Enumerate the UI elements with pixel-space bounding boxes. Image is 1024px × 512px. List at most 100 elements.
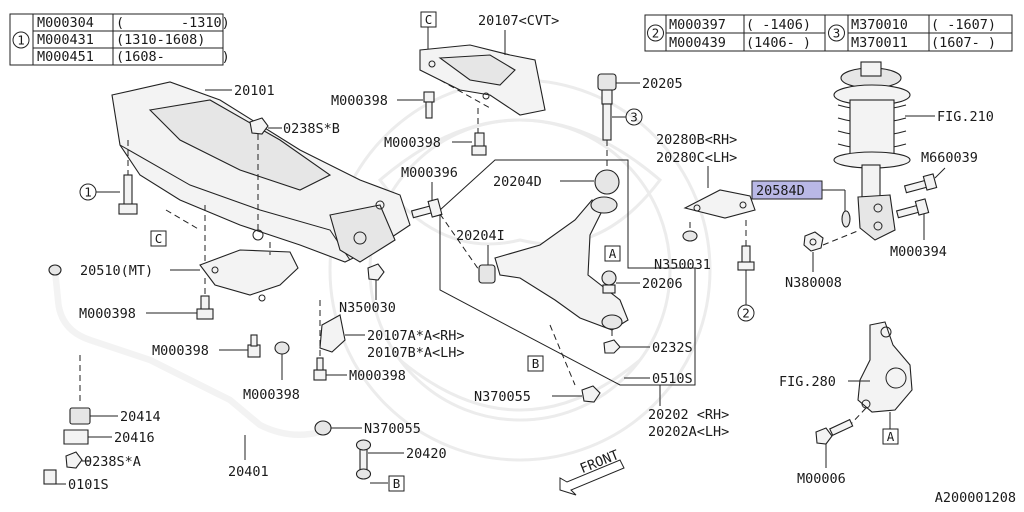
label-fig280: FIG.280 bbox=[779, 374, 836, 390]
label-20107ba: 20107B*A<LH> bbox=[367, 345, 465, 361]
label-fig210: FIG.210 bbox=[937, 109, 994, 125]
bolt-m000398-f bbox=[313, 357, 327, 381]
label-n350031: N350031 bbox=[654, 257, 711, 273]
ball-joint-20206 bbox=[601, 270, 617, 294]
label-n370055-b: N370055 bbox=[364, 421, 421, 437]
table-right-part-3: M370010 bbox=[851, 17, 908, 33]
ref-box-b-bottom: B bbox=[393, 476, 401, 491]
stabilizer-bar-20401 bbox=[48, 264, 321, 439]
label-m000398-d: M000398 bbox=[152, 343, 209, 359]
bolt-m000398-second bbox=[471, 132, 487, 156]
label-20206: 20206 bbox=[642, 276, 683, 292]
label-0510s: 0510S bbox=[652, 371, 693, 387]
callout-1: 1 bbox=[84, 185, 92, 200]
bolt-0101s bbox=[43, 469, 57, 485]
bushing-20414 bbox=[69, 407, 91, 425]
label-20414: 20414 bbox=[120, 409, 161, 425]
label-0238s-a: 0238S*A bbox=[84, 454, 141, 470]
washer-20584d bbox=[841, 210, 851, 228]
callout-3: 3 bbox=[630, 110, 638, 125]
label-20416: 20416 bbox=[114, 430, 155, 446]
label-0238s-b: 0238S*B bbox=[283, 121, 340, 137]
applicability-table-left: 1 M000304 ( -1310) M000431 (1310-1608) M… bbox=[9, 13, 230, 66]
bolt-m660039 bbox=[903, 173, 938, 194]
applicability-table-right: 2 3 M000397 ( -1406) M000439 (1406- ) M3… bbox=[644, 14, 1013, 52]
label-n370055-a: N370055 bbox=[474, 389, 531, 405]
bolt-m000398-mt bbox=[196, 295, 214, 320]
nut-n380008 bbox=[803, 231, 824, 252]
ref-box-a-mid: A bbox=[609, 246, 617, 261]
label-0232s: 0232S bbox=[652, 340, 693, 356]
label-m000398-f: M000398 bbox=[349, 368, 406, 384]
label-20401: 20401 bbox=[228, 464, 269, 480]
table-right-range-4: (1607- ) bbox=[931, 35, 996, 51]
nut-0232s bbox=[603, 339, 621, 354]
label-n350030: N350030 bbox=[339, 300, 396, 316]
bolt-0238s-b bbox=[249, 117, 282, 135]
label-m000398-e: M000398 bbox=[243, 387, 300, 403]
lower-arm-20202 bbox=[494, 196, 629, 331]
bolt-m000396 bbox=[410, 198, 443, 219]
bolt-callout-1 bbox=[118, 174, 138, 215]
table-right-part-4: M370011 bbox=[851, 35, 908, 51]
ref-box-c-left: C bbox=[155, 231, 163, 246]
bracket-20510-mt bbox=[199, 249, 299, 302]
bushing-20204d bbox=[594, 169, 620, 195]
bushing-m000398-e bbox=[274, 341, 290, 355]
label-m00006: M00006 bbox=[797, 471, 846, 487]
label-n380008: N380008 bbox=[785, 275, 842, 291]
table-right-range-3: ( -1607) bbox=[931, 17, 996, 33]
bracket-20280 bbox=[683, 189, 756, 219]
bracket-20107a-20107b bbox=[319, 314, 346, 353]
label-m000396: M000396 bbox=[401, 165, 458, 181]
label-20420: 20420 bbox=[406, 446, 447, 462]
front-direction-arrow bbox=[559, 459, 625, 496]
ref-box-c-top: C bbox=[425, 12, 433, 27]
table-left-range-3: (1608- ) bbox=[116, 49, 230, 65]
label-0101s: 0101S bbox=[68, 477, 109, 493]
table-right-part-1: M000397 bbox=[669, 17, 726, 33]
label-m000398-b: M000398 bbox=[384, 135, 441, 151]
label-m660039: M660039 bbox=[921, 150, 978, 166]
nut-n370055-stab bbox=[314, 420, 332, 436]
label-20101: 20101 bbox=[234, 83, 275, 99]
callout-2: 2 bbox=[742, 306, 750, 321]
label-20584d[interactable]: 20584D bbox=[756, 183, 805, 199]
clamp-20416 bbox=[63, 429, 89, 445]
table-right-range-2: (1406- ) bbox=[746, 35, 811, 51]
bushing-20205 bbox=[597, 73, 617, 141]
bolt-m000398-top bbox=[423, 91, 435, 119]
callout-2-table: 2 bbox=[652, 26, 660, 41]
label-20107aa: 20107A*A<RH> bbox=[367, 328, 465, 344]
bolt-callout-2 bbox=[737, 245, 755, 271]
label-m000398-c: M000398 bbox=[79, 306, 136, 322]
table-right-range-1: ( -1406) bbox=[746, 17, 811, 33]
table-left-part-3: M000451 bbox=[37, 49, 94, 65]
bolt-m000398-left bbox=[247, 334, 261, 358]
label-20280c: 20280C<LH> bbox=[656, 150, 737, 166]
bushing-n350031 bbox=[682, 230, 698, 242]
label-m000398-a: M000398 bbox=[331, 93, 388, 109]
nut-n370055-arm bbox=[581, 385, 601, 403]
label-20205: 20205 bbox=[642, 76, 683, 92]
stabilizer-link-20420 bbox=[355, 439, 372, 480]
table-right-part-2: M000439 bbox=[669, 35, 726, 51]
lower-arm-group-outline bbox=[439, 159, 696, 386]
label-20202a: 20202A<LH> bbox=[648, 424, 729, 440]
label-20204i: 20204I bbox=[456, 228, 505, 244]
bolt-m000394 bbox=[895, 198, 930, 219]
table-left-part-2: M000431 bbox=[37, 32, 94, 48]
label-20510-mt: 20510(MT) bbox=[80, 263, 153, 279]
label-front: FRONT bbox=[578, 447, 622, 477]
callout-1-table: 1 bbox=[17, 33, 25, 48]
label-m000394: M000394 bbox=[890, 244, 947, 260]
diagram-reference-code: A200001208 bbox=[935, 490, 1016, 506]
callout-3-table: 3 bbox=[833, 26, 841, 41]
label-20107-cvt: 20107<CVT> bbox=[478, 13, 559, 29]
table-left-part-1: M000304 bbox=[37, 15, 94, 31]
strut-assembly-fig210 bbox=[833, 61, 911, 241]
bolt-0238s-a bbox=[65, 451, 83, 469]
ref-box-b-mid: B bbox=[532, 356, 540, 371]
cvt-bracket-20107 bbox=[419, 44, 546, 116]
label-20202: 20202 <RH> bbox=[648, 407, 729, 423]
